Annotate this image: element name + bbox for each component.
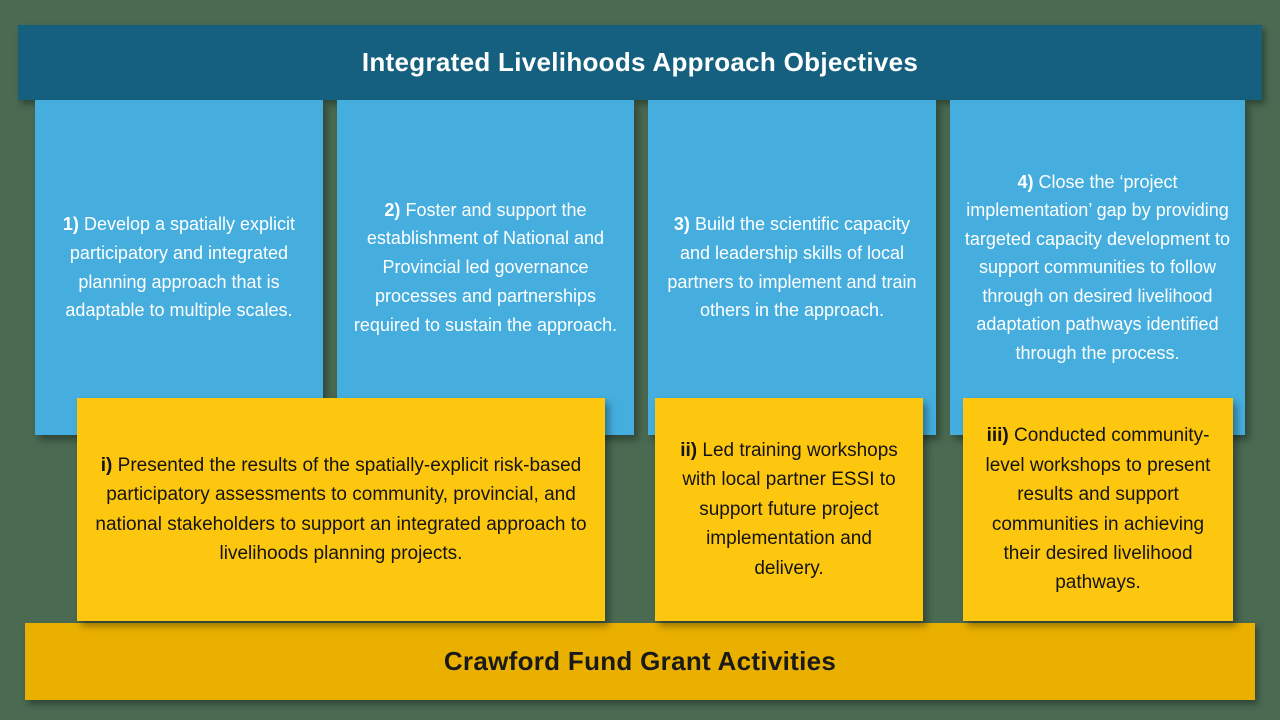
slide-title: Integrated Livelihoods Approach Objectiv… [361, 47, 919, 77]
activity-body: Conducted community-level workshops to p… [985, 425, 1211, 594]
activity-prefix: iii) [986, 425, 1009, 447]
activity-box-i: i) Presented the results of the spatiall… [77, 398, 605, 621]
activity-text: i) Presented the results of the spatiall… [77, 443, 605, 577]
objective-body: Develop a spatially explicit participato… [65, 213, 296, 321]
objective-box-3: 3) Build the scientific capacity and lea… [648, 100, 936, 435]
objective-text: 3) Build the scientific capacity and lea… [648, 200, 936, 335]
objective-box-2: 2) Foster and support the establishment … [337, 100, 634, 435]
objective-prefix: 2) [384, 199, 401, 220]
objective-prefix: 1) [62, 213, 79, 234]
activity-box-ii: ii) Led training workshops with local pa… [655, 398, 923, 621]
activity-body: Led training workshops with local partne… [682, 439, 898, 579]
footer-title: Crawford Fund Grant Activities [443, 646, 837, 676]
objective-prefix: 3) [673, 213, 690, 234]
activity-body: Presented the results of the spatially-e… [95, 454, 587, 564]
activity-text: iii) Conducted community-level workshops… [963, 413, 1233, 606]
objective-text: 4) Close the ‘project implementation’ ga… [950, 160, 1245, 375]
footer-banner: Crawford Fund Grant Activities [25, 623, 1255, 700]
objective-box-1: 1) Develop a spatially explicit particip… [35, 100, 323, 435]
activity-box-iii: iii) Conducted community-level workshops… [963, 398, 1233, 621]
objective-box-4: 4) Close the ‘project implementation’ ga… [950, 100, 1245, 435]
objective-body: Close the ‘project implementation’ gap b… [964, 171, 1231, 363]
objective-body: Build the scientific capacity and leader… [667, 213, 917, 321]
activity-prefix: i) [100, 454, 113, 476]
activity-prefix: ii) [680, 439, 698, 461]
objective-text: 1) Develop a spatially explicit particip… [35, 200, 323, 335]
header-banner: Integrated Livelihoods Approach Objectiv… [18, 25, 1262, 100]
activity-text: ii) Led training workshops with local pa… [655, 428, 923, 591]
objective-text: 2) Foster and support the establishment … [337, 186, 634, 350]
objective-prefix: 4) [1017, 171, 1034, 192]
objective-body: Foster and support the establishment of … [353, 199, 618, 335]
